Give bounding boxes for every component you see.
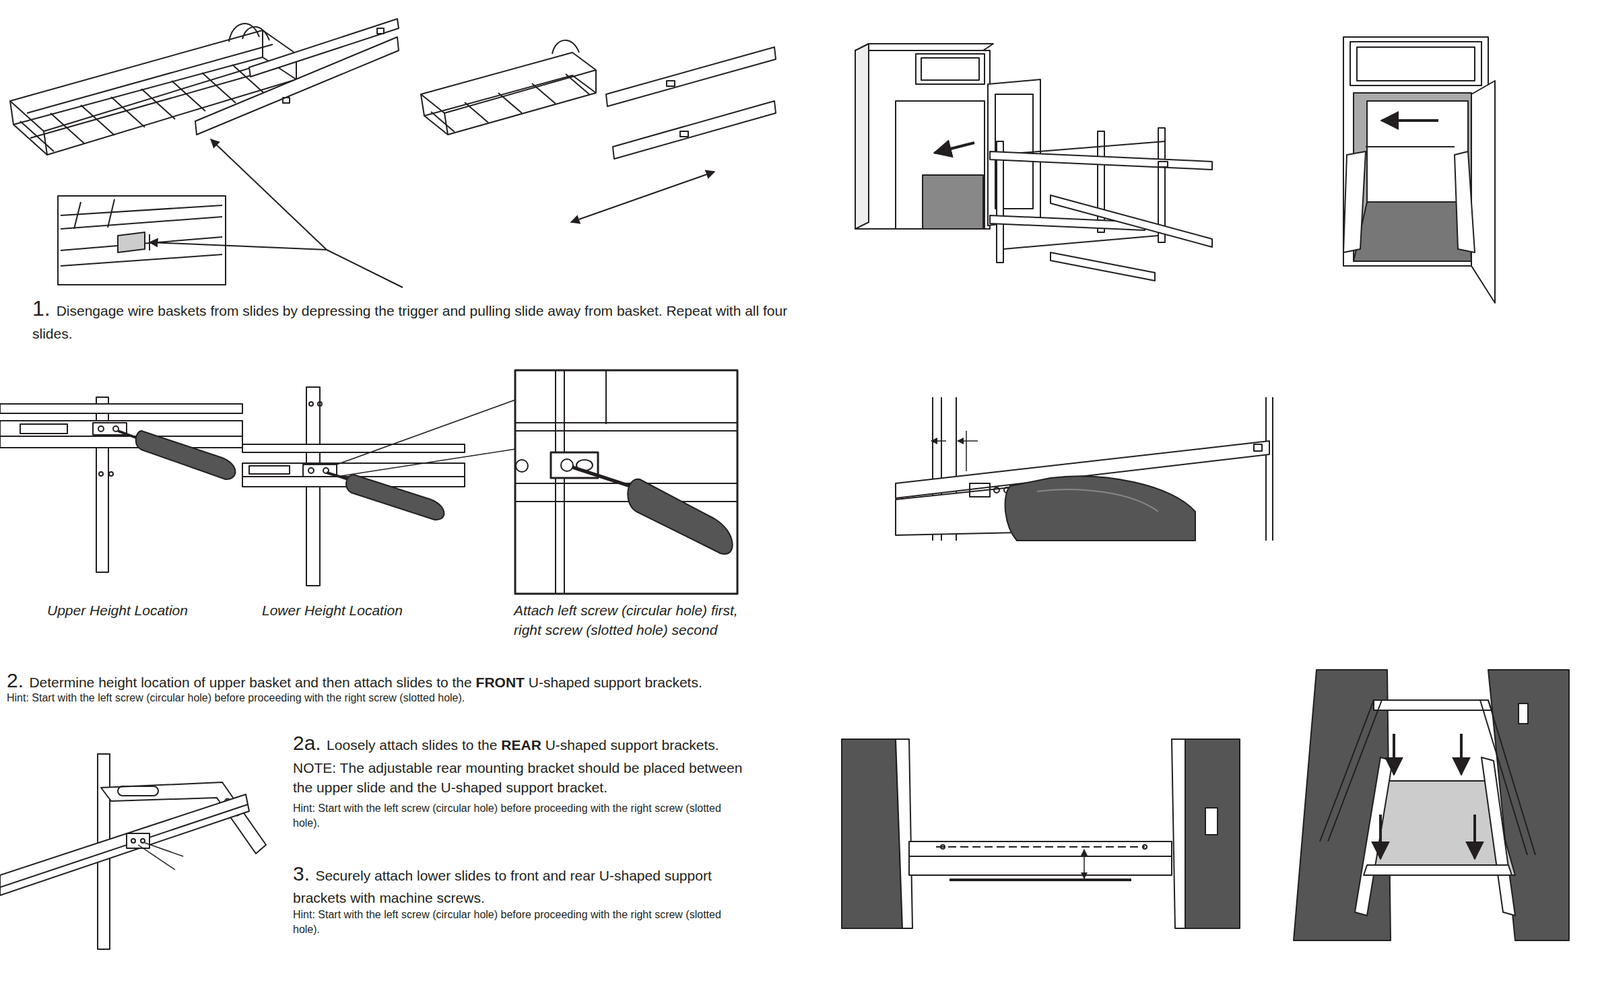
step-number: 2. [6,669,24,692]
instruction-text: Hint: Start with the left screw (circula… [292,802,722,829]
instruction-text: Loosely attach slides to the [326,737,497,753]
instruction-text: NOTE: The adjustable rear mounting brack… [292,758,765,798]
instruction-text: 2.Determine height location of upper bas… [6,666,815,695]
step-number: 1. [32,296,51,321]
instruction-text: FRONT [476,674,525,691]
instruction-text: Hint: Start with the left screw (circula… [292,909,722,936]
instruction-text: U-shaped support brackets. [528,674,703,691]
step-number: 3. [292,862,310,885]
instruction-text: NOTE: The adjustable rear mounting brack… [292,760,743,796]
instruction-text: Attach left screw (circular hole) first,… [513,602,739,638]
instruction-text: Upper Height Location [47,602,188,619]
instruction-text: Hint: Start with the left screw (circula… [6,692,465,704]
instruction-text: Attach left screw (circular hole) first,… [513,600,757,641]
instruction-text: Determine height location of upper baske… [28,674,472,691]
instruction-text: 2a.Loosely attach slides to theREARU-sha… [292,729,778,758]
instruction-text: 3.Securely attach lower slides to front … [292,859,765,908]
instruction-text: Lower Height Location [261,602,403,619]
instruction-text: Upper Height Location [47,600,250,621]
instruction-text: REAR [501,737,542,753]
instruction-text: Disengage wire baskets from slides by de… [32,303,788,342]
instruction-text: 1.Disengage wire baskets from slides by … [32,293,807,344]
instruction-text: U-shaped support brackets. [545,737,720,753]
step-number: 2a. [292,731,322,755]
instruction-text: Securely attach lower slides to front an… [292,868,712,906]
instruction-text: Lower Height Location [261,600,478,621]
instruction-text: Hint: Start with the left screw (circula… [292,907,751,939]
instruction-text: Hint: Start with the left screw (circula… [6,690,782,706]
instruction-text: Hint: Start with the left screw (circula… [292,801,751,832]
